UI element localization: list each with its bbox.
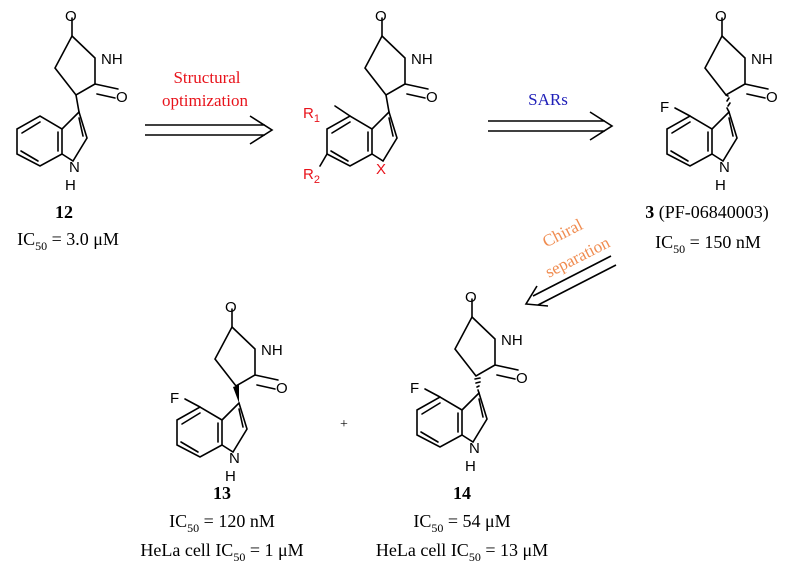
compound-14-hela-ic50: HeLa cell IC50 = 13 μM xyxy=(376,540,548,564)
atom-o: O xyxy=(65,8,77,25)
arrow-label-optimization: optimization xyxy=(162,91,248,110)
atom-x: X xyxy=(376,161,386,178)
compound-3-structure: O NH O F N H xyxy=(660,8,778,194)
atom-o: O xyxy=(276,380,288,397)
compound-13-structure: O NH O F N H xyxy=(170,299,288,485)
atom-o: O xyxy=(116,89,128,106)
compound-12-ic50: IC50 = 3.0 μM xyxy=(17,229,119,253)
sars-arrow: SARs xyxy=(488,90,614,141)
atom-h: H xyxy=(715,177,726,194)
chiral-separation-arrow: Chiral separation xyxy=(524,215,617,307)
atom-nh: NH xyxy=(751,51,773,68)
atom-n: N xyxy=(719,159,730,176)
atom-o: O xyxy=(465,289,477,306)
substituent-r2: R2 xyxy=(303,166,320,186)
atom-o: O xyxy=(426,89,438,106)
arrow-label-structural: Structural xyxy=(173,68,240,87)
compound-12-label: 12 xyxy=(55,202,73,222)
atom-f: F xyxy=(170,390,179,407)
atom-n: N xyxy=(69,159,80,176)
atom-o: O xyxy=(715,8,727,25)
compound-14-label: 14 xyxy=(453,483,471,503)
compound-13-hela-ic50: HeLa cell IC50 = 1 μM xyxy=(140,540,303,564)
atom-nh: NH xyxy=(411,51,433,68)
compound-3-label: 3 (PF-06840003) xyxy=(645,202,769,223)
atom-h: H xyxy=(65,177,76,194)
compound-14-structure: O NH O F N H xyxy=(410,289,528,475)
atom-nh: NH xyxy=(261,342,283,359)
atom-f: F xyxy=(410,380,419,397)
atom-n: N xyxy=(229,450,240,467)
atom-o: O xyxy=(516,370,528,387)
atom-nh: NH xyxy=(101,51,123,68)
compound-13-ic50: IC50 = 120 nM xyxy=(169,511,275,535)
compound-3-ic50: IC50 = 150 nM xyxy=(655,232,761,256)
atom-o: O xyxy=(766,89,778,106)
generic-scaffold-structure: O NH O X R1 R2 xyxy=(303,8,438,186)
plus-sign: + xyxy=(340,417,348,432)
atom-o: O xyxy=(225,299,237,316)
atom-h: H xyxy=(225,468,236,485)
substituent-r1: R1 xyxy=(303,105,320,125)
arrow-label-sars: SARs xyxy=(528,90,568,109)
atom-h: H xyxy=(465,458,476,475)
atom-f: F xyxy=(660,99,669,116)
compound-13-label: 13 xyxy=(213,483,231,503)
compound-14-ic50: IC50 = 54 μM xyxy=(413,511,510,535)
structural-optimization-arrow: Structural optimization xyxy=(145,68,274,145)
atom-nh: NH xyxy=(501,332,523,349)
compound-12-structure: O NH O N H xyxy=(16,8,128,194)
atom-o: O xyxy=(375,8,387,25)
atom-n: N xyxy=(469,440,480,457)
